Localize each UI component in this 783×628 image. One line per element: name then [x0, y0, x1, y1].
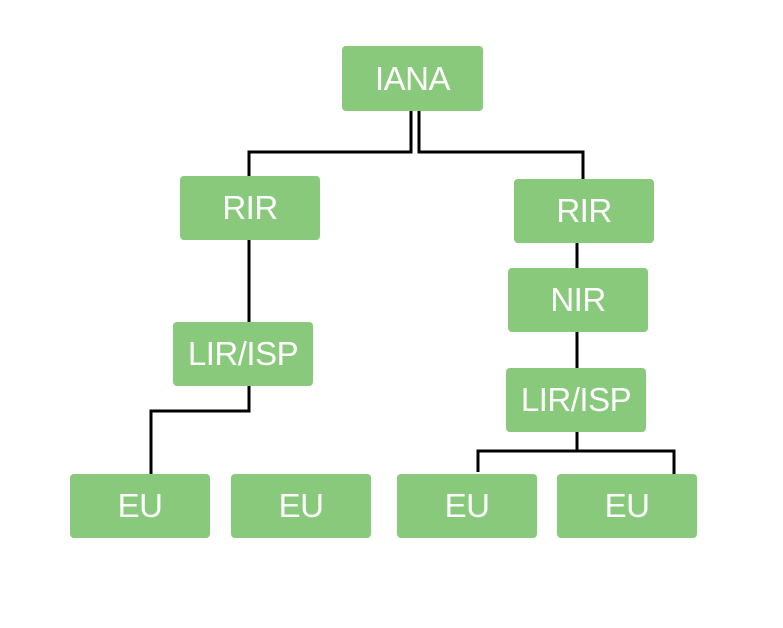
edge-lir-left-eu-1 [149, 386, 251, 474]
node-iana: IANA [342, 46, 483, 111]
node-nir: NIR [508, 268, 648, 332]
edge-iana-rir-right [417, 111, 585, 179]
node-rir-right: RIR [514, 179, 654, 243]
node-eu-1: EU [70, 474, 210, 538]
node-lir-isp-left: LIR/ISP [173, 322, 313, 386]
edge-lir-right-eu [476, 432, 676, 476]
edge-iana-rir-left [247, 111, 413, 176]
node-eu-3: EU [397, 474, 537, 538]
node-rir-left: RIR [180, 176, 320, 240]
node-lir-isp-right: LIR/ISP [506, 368, 646, 432]
node-eu-2: EU [231, 474, 371, 538]
node-eu-4: EU [557, 474, 697, 538]
